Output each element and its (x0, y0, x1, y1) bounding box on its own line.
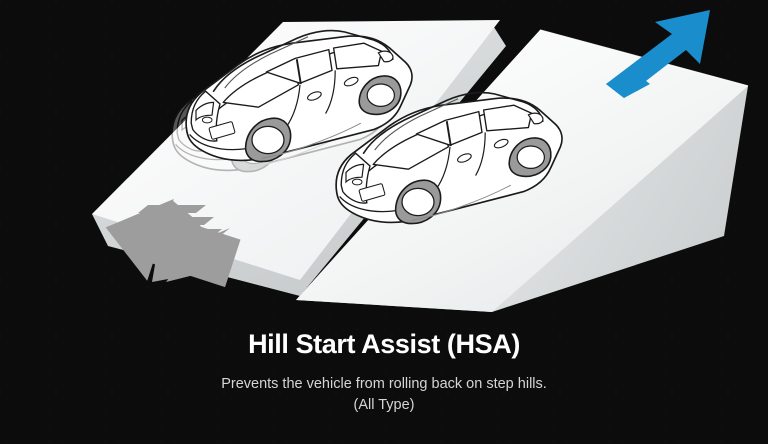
rollback-arrow-shape (105, 199, 241, 288)
climb-arrow-icon (606, 10, 710, 98)
scene-left (92, 20, 506, 296)
scene-right (296, 10, 749, 312)
